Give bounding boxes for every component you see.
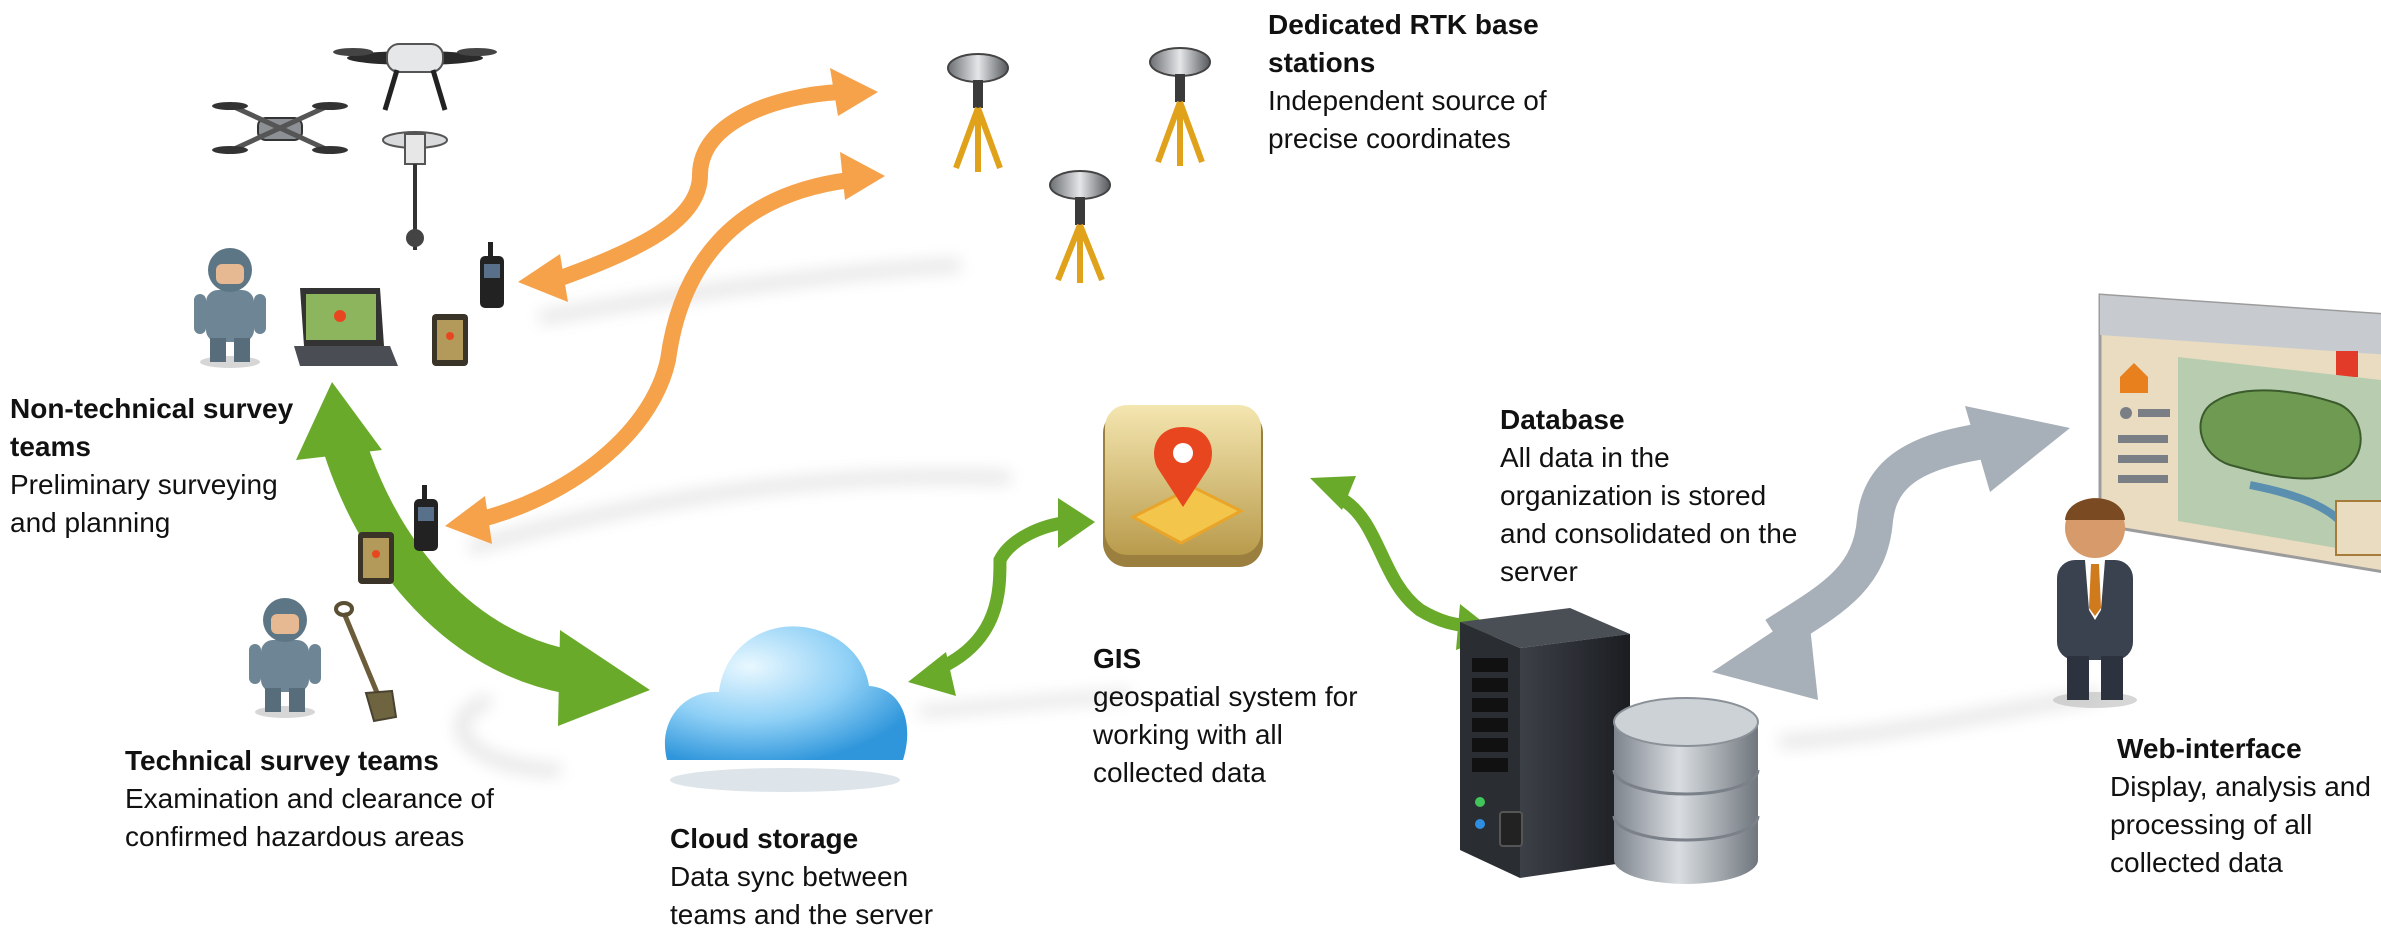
technical-description: Examination and clearance of confirmed h… xyxy=(125,783,494,852)
rtk-description: Independent source of precise coordinate… xyxy=(1268,85,1547,154)
database-title: Database xyxy=(1500,404,1625,435)
teams-cloud-arrow xyxy=(296,382,650,726)
rtk-link-arrow-lower xyxy=(445,152,885,544)
drone-icon xyxy=(333,43,497,111)
server-web-arrow xyxy=(1712,406,2070,700)
cloud-icon xyxy=(664,626,908,792)
web-title: Web-interface xyxy=(2117,733,2302,764)
web-description: Display, analysis and processing of all … xyxy=(2110,771,2371,878)
web-window-icon xyxy=(2098,293,2381,574)
technical-label: Technical survey teams Examination and c… xyxy=(125,742,505,856)
rtk-base-station-icon xyxy=(1049,170,1111,283)
web-label: Web-interface Display, analysis and proc… xyxy=(2110,730,2376,882)
cloud-gis-arrow xyxy=(908,498,1095,696)
businessman-icon xyxy=(2053,498,2137,708)
nontech-label: Non-technical survey teams Preliminary s… xyxy=(10,390,320,542)
surveyor-icon xyxy=(194,248,266,368)
metal-detector-icon xyxy=(334,601,398,723)
rtk-base-station-icon xyxy=(947,53,1009,172)
laptop-icon xyxy=(294,288,398,366)
rtk-base-station-icon xyxy=(1149,47,1211,166)
database-label: Database All data in the organization is… xyxy=(1500,401,1810,591)
tablet-icon xyxy=(432,314,468,366)
database-description: All data in the organization is stored a… xyxy=(1500,442,1798,587)
gis-description: geospatial system for working with all c… xyxy=(1093,681,1358,788)
tablet-icon xyxy=(358,532,394,584)
drone-icon xyxy=(382,131,448,250)
database-icon xyxy=(1612,697,1760,884)
drone-icon xyxy=(212,102,348,154)
rtk-label: Dedicated RTK base stations Independent … xyxy=(1268,6,1598,158)
handheld-gps-icon xyxy=(414,485,438,551)
gis-title: GIS xyxy=(1093,643,1142,674)
server-icon xyxy=(1460,608,1630,878)
cloud-title: Cloud storage xyxy=(670,823,859,854)
cloud-label: Cloud storage Data sync between teams an… xyxy=(670,820,970,934)
nontech-title: Non-technical survey teams xyxy=(10,393,294,462)
cloud-description: Data sync between teams and the server xyxy=(670,861,934,930)
surveyor-icon xyxy=(249,598,321,718)
gis-label: GIS geospatial system for working with a… xyxy=(1093,640,1393,792)
handheld-gps-icon xyxy=(480,242,504,308)
rtk-title: Dedicated RTK base stations xyxy=(1268,9,1539,78)
gis-map-pin-icon xyxy=(1103,405,1263,567)
rtk-link-arrow-upper xyxy=(518,68,878,302)
technical-title: Technical survey teams xyxy=(125,745,439,776)
nontech-description: Preliminary surveying and planning xyxy=(10,469,278,538)
